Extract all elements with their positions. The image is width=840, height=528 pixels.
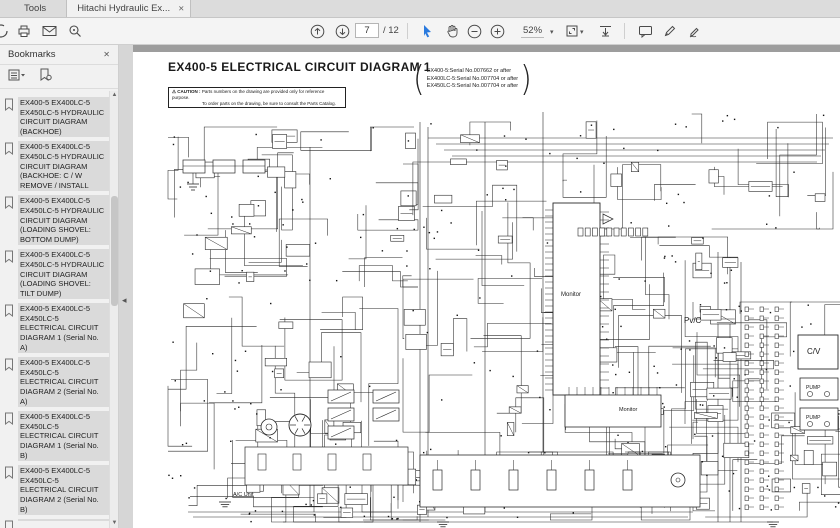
bookmark-label: EX400-5 EX400LC-5 EX450LC-5 HYDRAULIC CI… <box>18 141 109 192</box>
bookmark-item[interactable]: EX400-5 EX400LC-5 EX450LC-5 ELECTRICAL C… <box>4 465 109 516</box>
find-bookmark-icon[interactable] <box>38 68 52 86</box>
bookmark-options-icon[interactable] <box>8 68 26 86</box>
tab-document[interactable]: Hitachi Hydraulic Ex... ✕ <box>66 0 192 17</box>
bookmark-icon <box>4 411 18 430</box>
print-icon[interactable] <box>15 22 33 40</box>
bookmark-item[interactable]: EX400-5 EX400LC-5 EX450LC-5 ELECTRICAL C… <box>4 357 109 408</box>
bookmarks-panel-title: Bookmarks <box>8 49 56 60</box>
zoom-dropdown-caret[interactable]: ▾ <box>550 29 554 36</box>
bookmark-item[interactable] <box>4 519 109 528</box>
bookmark-icon <box>4 195 18 214</box>
pvc-label: Pv/C <box>684 316 702 325</box>
scroll-up-icon[interactable]: ▲ <box>111 92 118 98</box>
diagram-title: EX400-5 ELECTRICAL CIRCUIT DIAGRAM 1 <box>168 60 431 74</box>
bookmarks-list: EX400-5 EX400LC-5 EX450LC-5 HYDRAULIC CI… <box>0 91 109 528</box>
bookmark-item[interactable]: EX400-5 EX400LC-5 EX450LC-5 ELECTRICAL C… <box>4 411 109 462</box>
panel-gutter: ◂ <box>119 45 133 528</box>
scrollbar-thumb[interactable] <box>111 196 118 306</box>
main-toolbar: 7 / 12 52% ▾ ▾ <box>0 18 840 45</box>
page-down-icon[interactable] <box>333 22 351 40</box>
fit-page-caret[interactable]: ▾ <box>580 29 584 36</box>
bookmark-icon <box>4 519 18 528</box>
bookmark-label: EX400-5 EX400LC-5 EX450LC-5 ELECTRICAL C… <box>18 465 109 516</box>
fill-sign-icon[interactable] <box>686 22 704 40</box>
collapse-panel-icon[interactable]: ◂ <box>122 295 127 305</box>
bookmark-item[interactable]: EX400-5 EX400LC-5 EX450LC-5 HYDRAULIC CI… <box>4 141 109 192</box>
bookmarks-panel: Bookmarks ✕ EX400-5 EX400LC-5 EX450LC-5 … <box>0 45 119 528</box>
comment-icon[interactable] <box>636 22 654 40</box>
close-tab-icon[interactable]: ✕ <box>178 4 185 13</box>
bookmark-label: EX400-5 EX400LC-5 EX450LC-5 ELECTRICAL C… <box>18 357 109 408</box>
monitor2-label: Monitor <box>619 407 638 413</box>
cv-label: C/V <box>807 347 821 356</box>
pump2-label: PUMP <box>806 415 821 421</box>
bookmark-label: EX400-5 EX400LC-5 EX450LC-5 HYDRAULIC CI… <box>18 97 109 138</box>
serial-line-3: EX450LC-5:Serial No.007704 or after <box>426 83 519 90</box>
page-number-input[interactable]: 7 <box>355 23 379 38</box>
serial-line-2: EX400LC-5:Serial No.007704 or after <box>426 75 519 82</box>
scroll-down-icon[interactable]: ▼ <box>111 520 118 526</box>
bookmark-label: EX400-5 EX400LC-5 EX450LC-5 ELECTRICAL C… <box>18 303 109 354</box>
bookmark-item[interactable]: EX400-5 EX400LC-5 EX450LC-5 ELECTRICAL C… <box>4 303 109 354</box>
bookmark-item[interactable]: EX400-5 EX400LC-5 EX450LC-5 HYDRAULIC CI… <box>4 249 109 300</box>
serial-number-block: ( EX400-5:Serial No.007662 or after EX40… <box>413 59 532 100</box>
ac-unit-label: A/C Unit <box>233 492 254 498</box>
fit-page-icon[interactable] <box>563 22 581 40</box>
search-icon[interactable] <box>66 22 84 40</box>
document-tab-label: Hitachi Hydraulic Ex... <box>77 3 171 14</box>
save-icon[interactable] <box>0 22 10 40</box>
bookmark-label: EX400-5 EX400LC-5 EX450LC-5 HYDRAULIC CI… <box>18 249 109 300</box>
pdf-page: EX400-5 ELECTRICAL CIRCUIT DIAGRAM 1 ( E… <box>133 52 840 528</box>
bookmarks-close-icon[interactable]: ✕ <box>103 50 110 59</box>
email-icon[interactable] <box>40 22 58 40</box>
bookmark-label: EX400-5 EX400LC-5 EX450LC-5 HYDRAULIC CI… <box>18 195 109 246</box>
page-up-icon[interactable] <box>308 22 326 40</box>
serial-line-1: EX400-5:Serial No.007662 or after <box>426 68 512 75</box>
bookmark-icon <box>4 357 18 376</box>
bookmark-label <box>18 519 109 522</box>
circuit-diagram <box>167 112 840 528</box>
zoom-out-icon[interactable] <box>465 22 483 40</box>
select-tool-icon[interactable] <box>418 22 436 40</box>
annotate-pen-icon[interactable] <box>661 22 679 40</box>
bookmark-icon <box>4 303 18 322</box>
caution-text-1: Parts numbers on the drawing are provide… <box>172 89 325 100</box>
bookmark-icon <box>4 249 18 268</box>
toolbar-divider <box>407 23 408 39</box>
zoom-in-icon[interactable] <box>488 22 506 40</box>
hand-tool-icon[interactable] <box>443 22 461 40</box>
bookmark-icon <box>4 465 18 484</box>
monitor-label: Monitor <box>561 292 582 298</box>
bookmarks-scrollbar[interactable]: ▲ ▼ <box>109 91 118 528</box>
zoom-level-value[interactable]: 52% <box>521 25 545 38</box>
document-pane: EX400-5 ELECTRICAL CIRCUIT DIAGRAM 1 ( E… <box>133 45 840 528</box>
tab-tools[interactable]: Tools <box>24 3 47 14</box>
pump1-label: PUMP <box>806 385 821 391</box>
bookmark-icon <box>4 97 18 116</box>
bookmark-icon <box>4 141 18 160</box>
bookmark-item[interactable]: EX400-5 EX400LC-5 EX450LC-5 HYDRAULIC CI… <box>4 195 109 246</box>
caution-text-2: To order parts on the drawing, be sure t… <box>202 100 336 106</box>
page-total-label: / 12 <box>383 25 399 36</box>
bookmark-label: EX400-5 EX400LC-5 EX450LC-5 ELECTRICAL C… <box>18 411 109 462</box>
scroll-mode-icon[interactable] <box>596 22 614 40</box>
caution-box: ⚠ CAUTION : Parts numbers on the drawing… <box>168 87 346 109</box>
tab-bar: Tools Hitachi Hydraulic Ex... ✕ <box>0 0 840 18</box>
toolbar-divider <box>624 23 625 39</box>
bookmark-item[interactable]: EX400-5 EX400LC-5 EX450LC-5 HYDRAULIC CI… <box>4 97 109 138</box>
